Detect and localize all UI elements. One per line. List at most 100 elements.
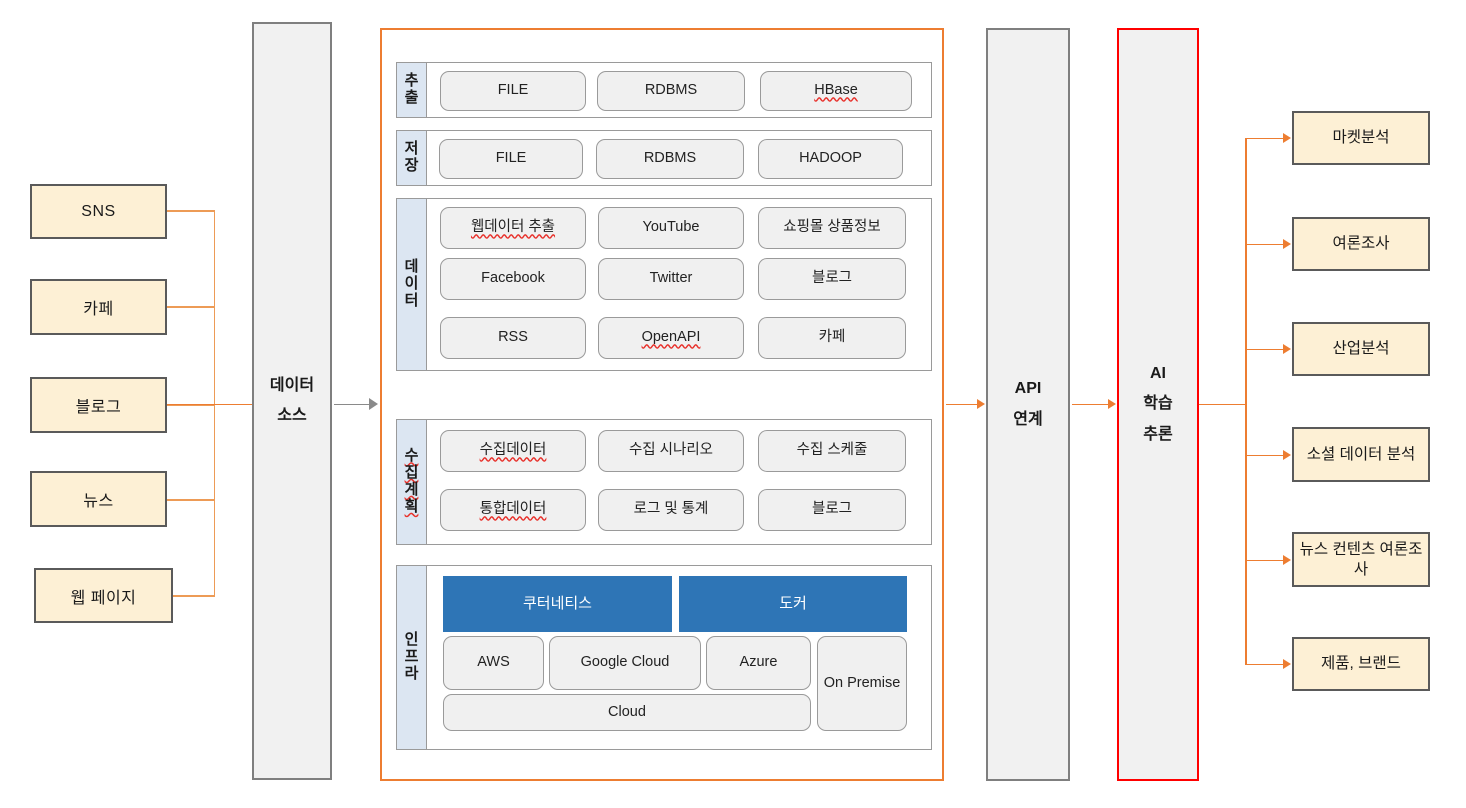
chip-data-blog[interactable]: 블로그: [758, 258, 906, 300]
chip-infra-azure[interactable]: Azure: [706, 636, 811, 690]
output-box-news-content-opinion[interactable]: 뉴스 컨텐츠 여론조사: [1292, 532, 1430, 587]
connector-api-to-ai: [1072, 403, 1109, 406]
section-label-char: 추: [404, 72, 419, 90]
section-collection-plan: 수 집 계 획 수집데이터 수집 시나리오 수집 스케줄 통합데이터 로그 및 …: [396, 419, 932, 545]
connector-out-4: [1246, 454, 1285, 457]
section-label-storage: 저 장: [397, 131, 427, 185]
output-label: 소셜 데이터 분석: [1306, 445, 1416, 463]
arrowhead-out-2: [1283, 239, 1291, 249]
connector-source-trunk: [213, 210, 216, 596]
column-ai[interactable]: AI 학습 추론: [1117, 28, 1199, 781]
chip-data-youtube[interactable]: YouTube: [598, 207, 744, 249]
output-box-industry-analysis[interactable]: 산업분석: [1292, 322, 1430, 376]
section-storage: 저 장 FILE RDBMS HADOOP: [396, 130, 932, 186]
section-label-char: 라: [404, 664, 419, 682]
section-label-extract: 추 출: [397, 63, 427, 117]
arrowhead-out-1: [1283, 133, 1291, 143]
connector-out-5: [1246, 559, 1285, 562]
chip-extract-hbase[interactable]: HBase: [760, 71, 912, 111]
chip-plan-scenario[interactable]: 수집 시나리오: [598, 430, 744, 472]
chip-plan-log-stats[interactable]: 로그 및 통계: [598, 489, 744, 531]
source-box-blog[interactable]: 블로그: [30, 377, 167, 433]
section-label-char: 이: [404, 275, 419, 293]
chip-plan-schedule[interactable]: 수집 스케줄: [758, 430, 906, 472]
section-body-storage: FILE RDBMS HADOOP: [427, 131, 931, 185]
chip-extract-rdbms[interactable]: RDBMS: [597, 71, 745, 111]
output-box-product-brand[interactable]: 제품, 브랜드: [1292, 637, 1430, 691]
output-label: 뉴스 컨텐츠 여론조사: [1299, 541, 1423, 578]
chip-data-rss[interactable]: RSS: [440, 317, 586, 359]
output-label: 산업분석: [1332, 340, 1390, 358]
section-label-char: 프: [404, 648, 419, 666]
section-body-infra: 쿠터네티스 도커 AWS Google Cloud Azure On Premi…: [427, 566, 931, 749]
arrowhead-out-3: [1283, 344, 1291, 354]
column-data-source[interactable]: 데이터 소스: [252, 22, 332, 780]
chip-data-facebook[interactable]: Facebook: [440, 258, 586, 300]
chip-infra-docker[interactable]: 도커: [679, 576, 907, 632]
chip-data-cafe[interactable]: 카페: [758, 317, 906, 359]
arrowhead-to-api: [977, 399, 985, 409]
arrowhead-to-ai: [1108, 399, 1116, 409]
column-label-line1: API: [1014, 380, 1042, 398]
connector-out-6: [1246, 663, 1285, 666]
source-label: 카페: [83, 301, 114, 318]
arrowhead-out-6: [1283, 659, 1291, 669]
chip-data-openapi[interactable]: OpenAPI: [598, 317, 744, 359]
source-label: SNS: [81, 202, 116, 220]
chip-data-shopping[interactable]: 쇼핑몰 상품정보: [758, 207, 906, 249]
source-box-cafe[interactable]: 카페: [30, 279, 167, 335]
chip-infra-google-cloud[interactable]: Google Cloud: [549, 636, 701, 690]
chip-data-web-extract[interactable]: 웹데이터 추출: [440, 207, 586, 249]
connector-news: [167, 499, 215, 501]
output-label: 마켓분석: [1332, 129, 1390, 147]
connector-webpage: [173, 595, 215, 597]
arrowhead-out-5: [1283, 555, 1291, 565]
arrowhead-to-platform: [369, 398, 378, 410]
output-box-public-opinion[interactable]: 여론조사: [1292, 217, 1430, 271]
column-label-line2: 소스: [277, 407, 307, 424]
section-body-data: 웹데이터 추출 YouTube 쇼핑몰 상품정보 Facebook Twitte…: [427, 199, 931, 370]
connector-out-1: [1246, 137, 1285, 140]
chip-infra-aws[interactable]: AWS: [443, 636, 544, 690]
section-label-char: 터: [404, 291, 419, 309]
connector-out-3: [1246, 348, 1285, 351]
chip-infra-kubernetes[interactable]: 쿠터네티스: [443, 576, 672, 632]
chip-infra-cloud[interactable]: Cloud: [443, 694, 811, 731]
output-box-market-analysis[interactable]: 마켓분석: [1292, 111, 1430, 165]
output-box-social-data-analysis[interactable]: 소셜 데이터 분석: [1292, 427, 1430, 482]
section-label-char: 장: [404, 157, 419, 174]
chip-storage-hadoop[interactable]: HADOOP: [758, 139, 903, 179]
connector-sns: [167, 210, 215, 212]
chip-data-twitter[interactable]: Twitter: [598, 258, 744, 300]
column-label-line1: 데이터: [269, 376, 315, 394]
output-label: 제품, 브랜드: [1321, 655, 1401, 673]
source-box-news[interactable]: 뉴스: [30, 471, 167, 527]
connector-cafe: [167, 306, 215, 308]
section-label-data: 데 이 터: [397, 199, 427, 370]
chip-plan-collect-data[interactable]: 수집데이터: [440, 430, 586, 472]
section-label-char: 집: [404, 464, 419, 482]
section-label-char: 수: [404, 447, 419, 465]
column-label-line2: 연계: [1013, 410, 1043, 428]
column-api[interactable]: API 연계: [986, 28, 1070, 781]
chip-storage-file[interactable]: FILE: [439, 139, 583, 179]
chip-extract-file[interactable]: FILE: [440, 71, 586, 111]
section-data: 데 이 터 웹데이터 추출 YouTube 쇼핑몰 상품정보 Facebook …: [396, 198, 932, 371]
chip-storage-rdbms[interactable]: RDBMS: [596, 139, 744, 179]
section-body-extract: FILE RDBMS HBase: [427, 63, 931, 117]
chip-infra-on-premise[interactable]: On Premise: [817, 636, 907, 731]
section-body-collection-plan: 수집데이터 수집 시나리오 수집 스케줄 통합데이터 로그 및 통계 블로그: [427, 420, 931, 544]
source-box-sns[interactable]: SNS: [30, 184, 167, 239]
source-box-webpage[interactable]: 웹 페이지: [34, 568, 173, 623]
section-label-char: 인: [404, 631, 419, 649]
chip-plan-blog[interactable]: 블로그: [758, 489, 906, 531]
connector-platform-to-api: [946, 403, 978, 406]
platform-container: 추 출 FILE RDBMS HBase 저 장 FILE RDBMS H: [380, 28, 944, 781]
output-label: 여론조사: [1332, 235, 1390, 253]
section-label-infra: 인 프 라: [397, 566, 427, 749]
section-label-char: 출: [404, 89, 419, 106]
section-infra: 인 프 라 쿠터네티스 도커 AWS Google Cloud Azure On…: [396, 565, 932, 750]
connector-datasource-to-platform: [334, 403, 370, 406]
section-extract: 추 출 FILE RDBMS HBase: [396, 62, 932, 118]
chip-plan-integrated-data[interactable]: 통합데이터: [440, 489, 586, 531]
